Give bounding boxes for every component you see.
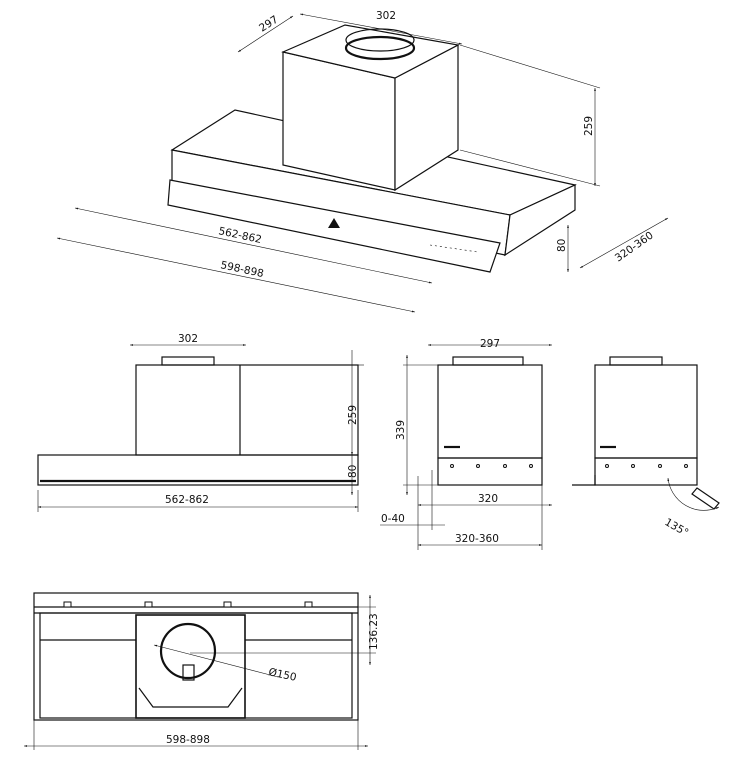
dim-0-40: 0-40 — [381, 513, 405, 525]
dim-320-360: 320-360 — [613, 229, 656, 264]
opened-panel — [691, 487, 720, 510]
dim-259: 259 — [583, 116, 595, 136]
dim-80: 80 — [347, 465, 359, 478]
dim-302: 302 — [178, 333, 198, 345]
dim-136-23: 136.23 — [368, 613, 380, 650]
side-view-open: 135° — [572, 356, 720, 539]
dim-562-862: 562-862 — [165, 494, 209, 506]
dim-259: 259 — [347, 405, 359, 425]
dim-135-angle: 135° — [663, 516, 691, 539]
front-view: 302 259 80 562-862 — [37, 333, 364, 512]
dim-297: 297 — [257, 14, 280, 35]
dim-302: 302 — [376, 10, 396, 22]
dim-diameter-150: Ø150 — [267, 666, 297, 684]
dim-598-898: 598-898 — [219, 259, 264, 280]
base-side-face — [504, 184, 576, 257]
side-view: 297 339 320 0-40 320-360 — [380, 338, 552, 550]
dim-320-360: 320-360 — [455, 533, 499, 545]
outlet-circle — [159, 622, 217, 680]
dim-80: 80 — [556, 239, 568, 252]
bottom-view: Ø150 136.23 598-898 — [24, 592, 380, 750]
dim-320: 320 — [478, 493, 498, 505]
dim-598-898: 598-898 — [166, 734, 210, 746]
dim-297: 297 — [480, 338, 500, 350]
isometric-view: 297 302 259 562-862 598-898 80 320-360 — [56, 10, 669, 313]
control-buttons — [429, 244, 479, 253]
dim-339: 339 — [395, 420, 407, 440]
